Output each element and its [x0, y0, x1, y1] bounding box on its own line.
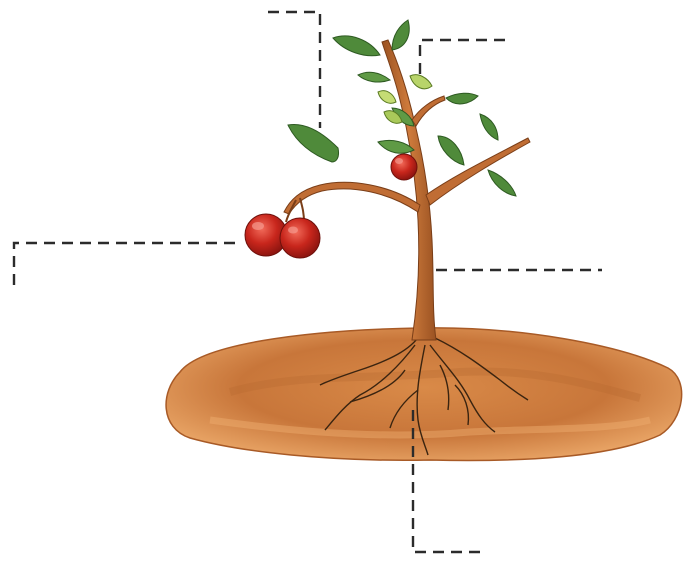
- leaf: [288, 124, 339, 162]
- fruit-leader: [14, 243, 238, 285]
- leader-lines: [14, 12, 602, 552]
- fruit: [280, 218, 320, 258]
- leaf: [333, 36, 380, 56]
- leaf: [392, 20, 409, 50]
- leaf: [446, 93, 478, 104]
- flower: [378, 91, 396, 104]
- leaf: [358, 72, 390, 82]
- fruits: [245, 154, 417, 258]
- flower-leader: [420, 40, 505, 74]
- leaf: [488, 170, 516, 196]
- fruit: [391, 154, 417, 180]
- flower: [410, 75, 432, 89]
- stem: [284, 40, 530, 340]
- leaf: [438, 136, 464, 165]
- leaf-leader: [268, 12, 320, 128]
- leaf: [480, 114, 498, 140]
